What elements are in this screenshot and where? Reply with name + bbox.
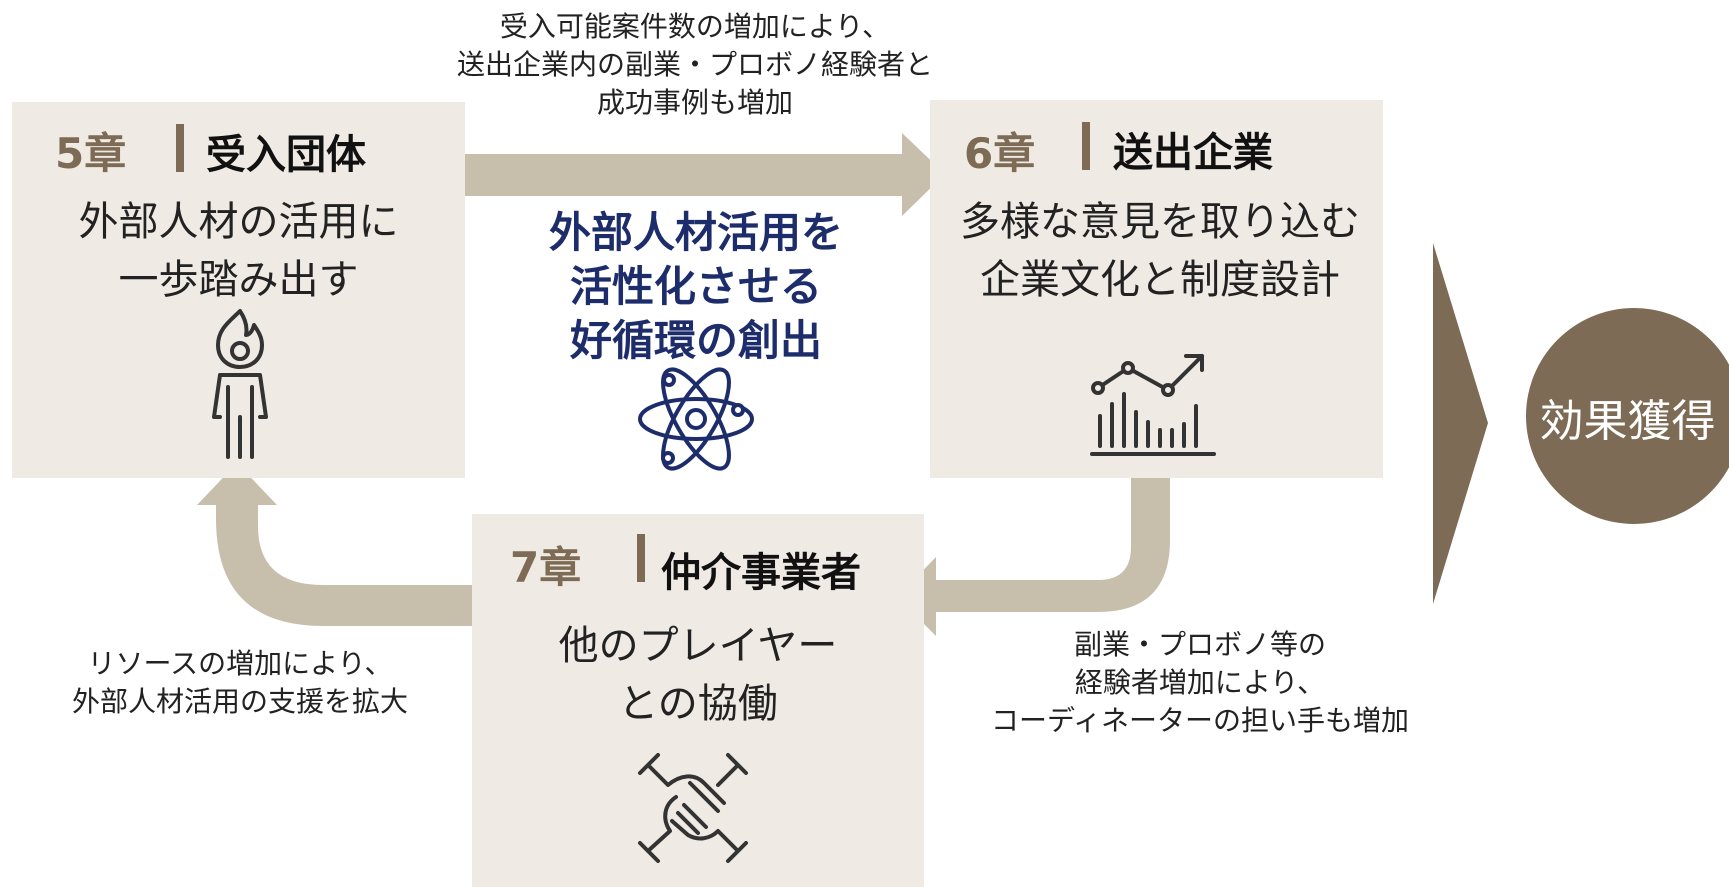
box6-body-line-1: 多様な意見を取り込む	[960, 199, 1360, 245]
chapter-7-label: 7章	[510, 543, 582, 592]
box5-body-line-1: 外部人材の活用に	[78, 199, 399, 245]
note-bottom-left-line-1: リソースの増加により、	[87, 647, 393, 680]
cycle-title-line-3: 好循環の創出	[569, 316, 822, 365]
note-bottom-left-line-2: 外部人材活用の支援を拡大	[71, 685, 408, 718]
box7-body-line-2: との協働	[618, 681, 778, 727]
hands-together-icon	[638, 753, 748, 863]
result-chevron	[1433, 243, 1488, 604]
arrow-right-to-bottom	[897, 478, 1170, 636]
box-receiving-org	[12, 102, 465, 478]
atom-icon	[638, 367, 754, 471]
cycle-title-line-2: 活性化させる	[569, 262, 822, 311]
title-divider	[176, 124, 184, 172]
result-circle	[1526, 308, 1729, 524]
note-top-line-2: 送出企業内の副業・プロボノ経験者と	[456, 48, 933, 81]
person-fire-icon	[212, 309, 268, 459]
note-bottom-right: 副業・プロボノ等の 経験者増加により、 コーディネーターの担い手も増加	[945, 626, 1455, 740]
line-bar-chart-icon	[1090, 354, 1216, 456]
note-bottom-right-line-1: 副業・プロボノ等の	[1073, 628, 1326, 661]
cycle-title-line-1: 外部人材活用を	[548, 208, 843, 257]
cycle-title: 外部人材活用を 活性化させる 好循環の創出	[470, 206, 922, 368]
box6-body-line-2: 企業文化と制度設計	[980, 257, 1340, 303]
note-top: 受入可能案件数の増加により、 送出企業内の副業・プロボノ経験者と 成功事例も増加	[420, 8, 970, 122]
note-bottom-right-line-2: 経験者増加により、	[1074, 666, 1326, 699]
note-top-line-3: 成功事例も増加	[596, 86, 793, 119]
arrow-top-right	[458, 133, 945, 216]
note-bottom-left: リソースの増加により、 外部人材活用の支援を拡大	[40, 645, 440, 721]
title-divider	[1082, 122, 1090, 170]
box-sending-company	[930, 100, 1383, 478]
box7-body: 他のプレイヤー との協働	[472, 617, 924, 733]
box5-body: 外部人材の活用に 一歩踏み出す	[12, 193, 465, 309]
box6-title: 送出企業	[1113, 130, 1273, 176]
note-top-line-1: 受入可能案件数の増加により、	[499, 10, 891, 43]
chapter-6-label: 6章	[964, 129, 1036, 178]
result-label: 効果獲得	[1539, 396, 1716, 447]
chapter-5-label: 5章	[55, 129, 127, 178]
box6-body: 多様な意見を取り込む 企業文化と制度設計	[930, 193, 1390, 309]
box-intermediary	[472, 514, 924, 887]
arrow-bottom-to-left	[197, 463, 472, 626]
box7-title: 仲介事業者	[661, 550, 861, 596]
box7-body-line-1: 他のプレイヤー	[558, 623, 838, 669]
box5-title: 受入団体	[206, 132, 366, 178]
note-bottom-right-line-3: コーディネーターの担い手も増加	[990, 704, 1410, 737]
box5-body-line-2: 一歩踏み出す	[118, 257, 359, 303]
title-divider	[637, 534, 645, 582]
